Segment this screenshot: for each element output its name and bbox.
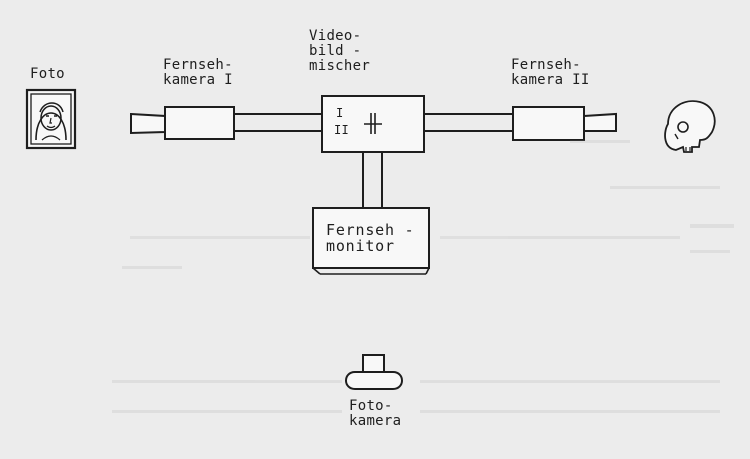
photo-camera-label: Foto- kamera bbox=[349, 398, 402, 429]
mixer-input-2-label: II bbox=[334, 123, 350, 137]
video-mixer-label: Video- bild - mischer bbox=[309, 28, 371, 74]
photo-portrait-icon bbox=[25, 88, 77, 150]
signal-cable-vertical bbox=[362, 152, 383, 212]
tv-camera-1-icon bbox=[130, 106, 235, 140]
skull-icon bbox=[664, 100, 716, 153]
tv-monitor-box bbox=[312, 207, 430, 275]
tv-monitor-label: Fernseh - monitor bbox=[326, 221, 415, 255]
signal-cable-horizontal bbox=[234, 113, 513, 132]
camera-1-label: Fernseh- kamera I bbox=[163, 57, 233, 88]
photo-camera-icon bbox=[345, 354, 403, 390]
video-mixer-box bbox=[321, 95, 425, 153]
mixer-input-1-label: I bbox=[336, 106, 344, 120]
photo-label: Foto bbox=[30, 66, 65, 82]
camera-2-label: Fernseh- kamera II bbox=[511, 57, 590, 88]
background-texture bbox=[112, 140, 734, 413]
tv-camera-2-icon bbox=[512, 106, 617, 141]
